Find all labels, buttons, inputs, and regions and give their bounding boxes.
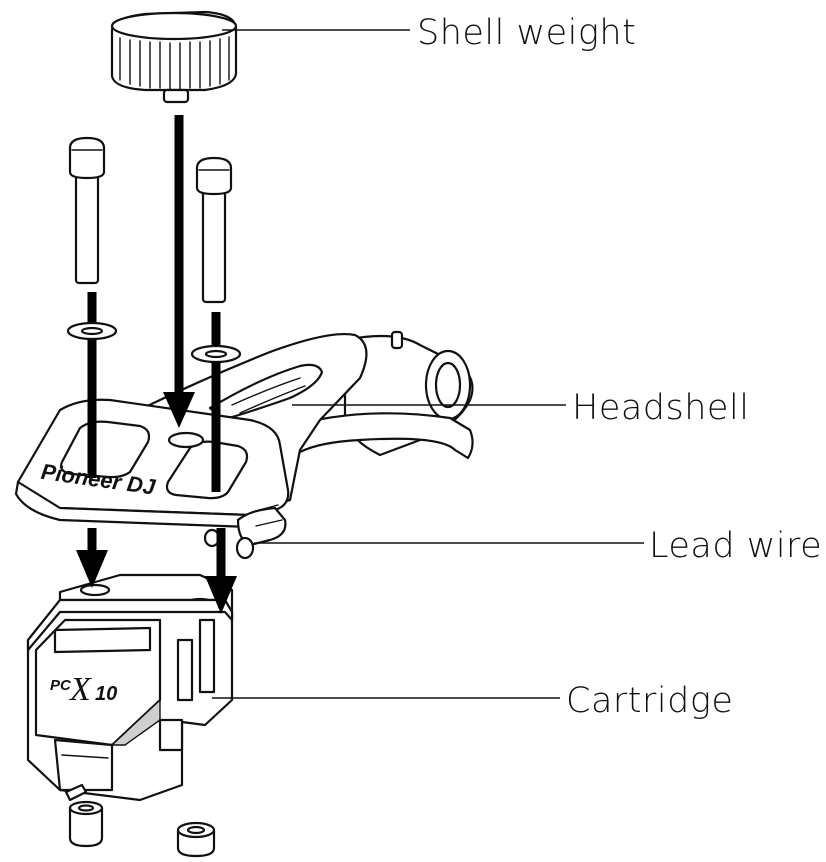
washer-right — [190, 344, 242, 364]
screw-left — [68, 136, 106, 285]
headshell: Pioneer DJ — [14, 330, 474, 560]
arrow-cartridge-left — [76, 528, 108, 588]
arrow-shell-weight — [163, 115, 195, 428]
knurling-lines — [119, 36, 230, 90]
arrow-cartridge-right — [205, 528, 237, 614]
cartridge: PC X 10 — [26, 573, 234, 802]
shell-weight — [110, 10, 238, 104]
cartridge-number-text: 10 — [95, 683, 117, 705]
cartridge-model-text: X — [68, 671, 92, 708]
washer-left — [66, 321, 118, 341]
screw-right — [195, 156, 233, 304]
label-cartridge: Cartridge — [566, 681, 733, 721]
label-lead-wire: Lead wire — [649, 526, 822, 566]
label-headshell: Headshell — [572, 388, 749, 428]
spacer-right — [176, 821, 216, 858]
label-shell-weight: Shell weight — [417, 13, 636, 53]
cartridge-pc-text: PC — [50, 677, 72, 694]
spacer-left — [68, 800, 104, 848]
